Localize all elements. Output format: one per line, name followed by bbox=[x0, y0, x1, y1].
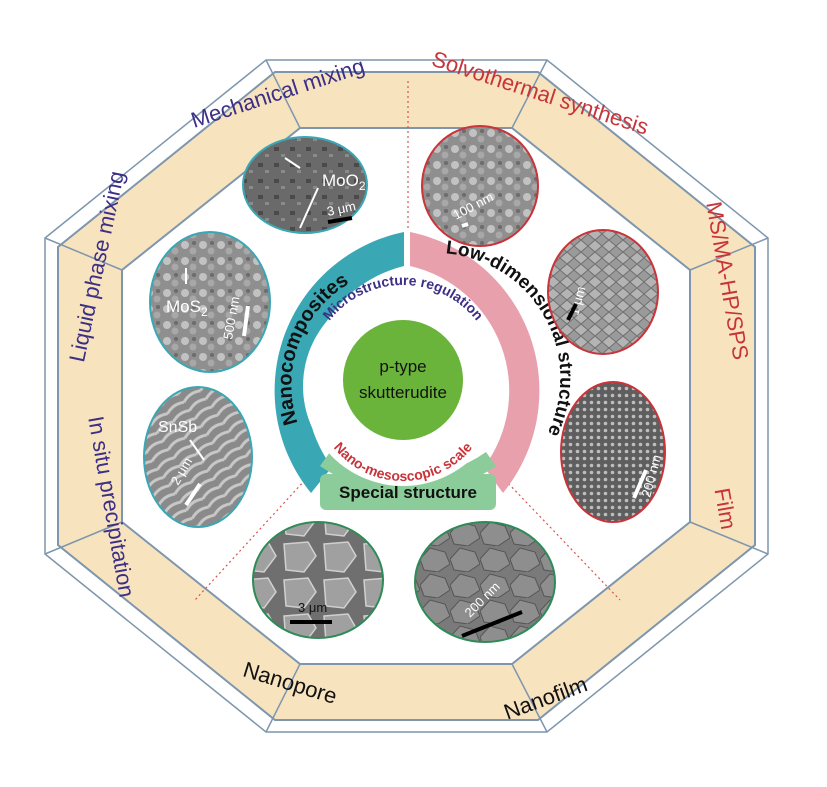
moo2-label: MoO2 bbox=[322, 171, 366, 193]
micrograph-snsb: SnSb 2 μm bbox=[143, 386, 253, 528]
micrograph-moo2: MoO2 3 μm bbox=[242, 136, 368, 234]
center-line-2: skutterudite bbox=[359, 383, 447, 402]
special-structure-label: Special structure bbox=[339, 483, 477, 502]
nanocomposites-band bbox=[274, 232, 404, 493]
octagon-spokes bbox=[44, 59, 769, 733]
special-structure-plate bbox=[320, 474, 496, 510]
center-circle bbox=[343, 320, 463, 440]
micrograph-film: 200 nm bbox=[560, 381, 666, 523]
center-line-1: p-type bbox=[379, 357, 426, 376]
micrograph-nanopore: 3 μm bbox=[252, 521, 384, 639]
mos2-label: MoS2 bbox=[166, 297, 208, 319]
micrograph-solvothermal: 100 nm bbox=[421, 125, 539, 247]
sector-dividers bbox=[194, 80, 621, 601]
mos2-scale: 500 nm bbox=[220, 295, 242, 340]
micrograph-msma: 1 μm bbox=[547, 229, 659, 355]
micrograph-mos2: MoS2 500 nm bbox=[149, 231, 271, 373]
snsb-label: SnSb bbox=[158, 419, 197, 436]
micrograph-nanofilm: 200 nm bbox=[414, 521, 556, 643]
moo2-scale: 3 μm bbox=[326, 198, 358, 219]
low-dimensional-band bbox=[410, 232, 540, 493]
nanopore-scale: 3 μm bbox=[298, 600, 327, 615]
